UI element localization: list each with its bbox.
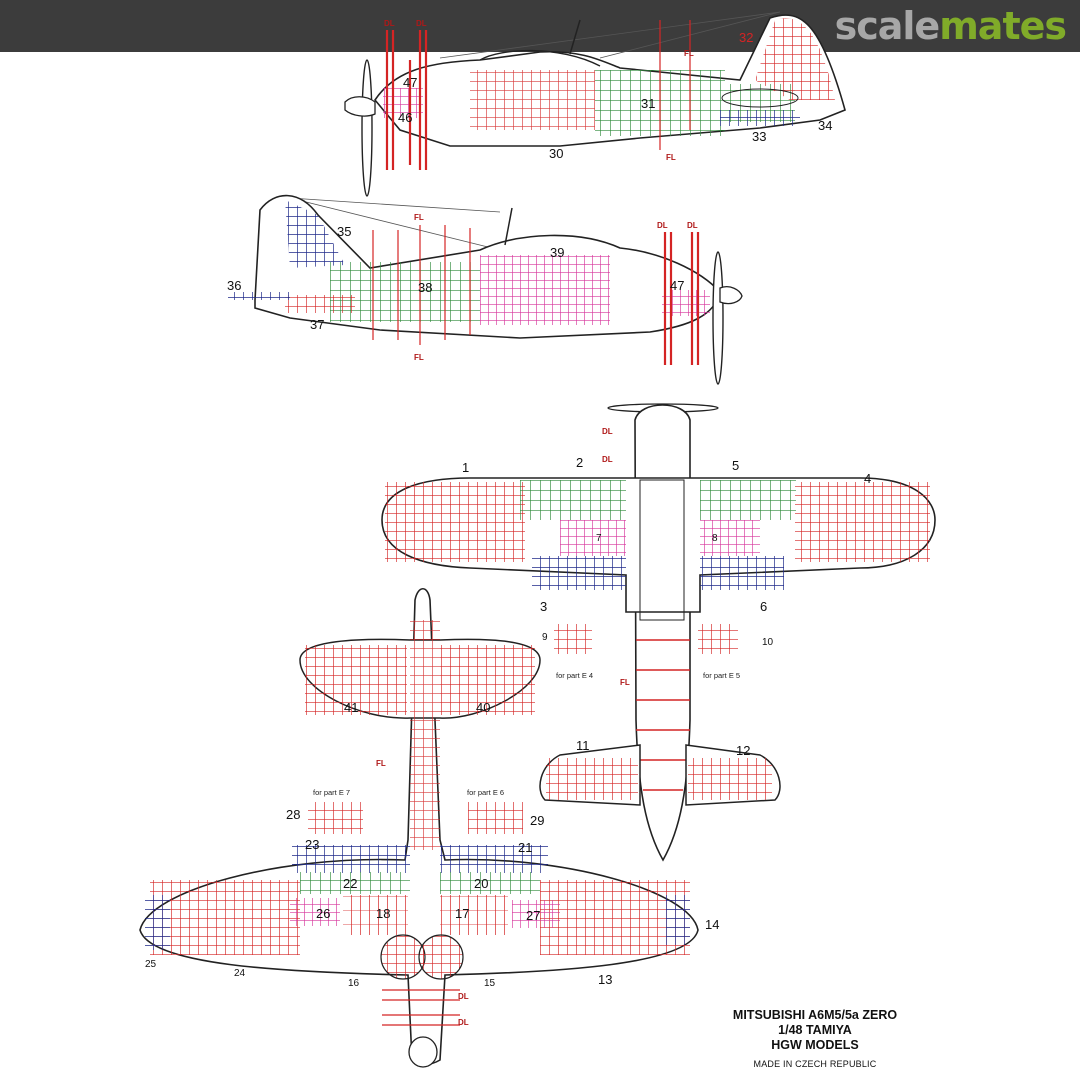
credits-block: MITSUBISHI A6M5/5a ZERO 1/48 TAMIYA HGW …: [700, 1008, 930, 1072]
part-label: 14: [705, 917, 719, 932]
dl-marker: DL: [687, 221, 698, 230]
part-label: 41: [344, 700, 358, 715]
part-label: 25: [145, 959, 157, 970]
line-markers: DL DL FL FL FL FL DL DL DL DL FL FL DL D…: [376, 19, 698, 1027]
top-view: [381, 403, 936, 862]
part-label: 7: [596, 533, 602, 544]
dl-marker: DL: [416, 19, 427, 28]
note-e5: for part E 5: [703, 671, 740, 680]
part-label: 27: [526, 908, 540, 923]
fl-marker: FL: [620, 678, 630, 687]
manufacturer: HGW MODELS: [771, 1038, 859, 1052]
part-label: 21: [518, 840, 532, 855]
part-label: 36: [227, 278, 241, 293]
part-label: 40: [476, 700, 490, 715]
dl-marker: DL: [458, 992, 469, 1001]
side-view-left: [344, 11, 846, 197]
bottom-view: [139, 587, 699, 1068]
part-label: 37: [310, 317, 324, 332]
scalemates-logo: scalemates: [834, 4, 1067, 48]
dl-marker: DL: [602, 455, 613, 464]
model-title: MITSUBISHI A6M5/5a ZERO: [732, 1008, 898, 1022]
part-label: 13: [598, 972, 612, 987]
part-label: 32: [739, 30, 753, 45]
part-label: 23: [305, 837, 319, 852]
part-label: 10: [762, 637, 774, 648]
part-label: 28: [286, 807, 300, 822]
part-label: 16: [348, 978, 360, 989]
part-label: 33: [752, 129, 766, 144]
part-label: 11: [576, 738, 590, 753]
dl-marker: DL: [458, 1018, 469, 1027]
part-label: 12: [736, 743, 750, 758]
dl-marker: DL: [384, 19, 395, 28]
part-label: 39: [550, 245, 564, 260]
part-label: 47: [670, 278, 684, 293]
part-label: 34: [818, 118, 832, 133]
part-label: 47: [403, 75, 417, 90]
part-label: 31: [641, 96, 655, 111]
part-label: 3: [540, 599, 547, 614]
fl-marker: FL: [684, 49, 694, 58]
part-label: 1: [462, 460, 469, 475]
fl-marker: FL: [666, 153, 676, 162]
part-label: 9: [542, 632, 548, 643]
part-label: 29: [530, 813, 544, 828]
side-view-right: [228, 194, 743, 385]
note-e6: for part E 6: [467, 788, 504, 797]
part-label: 22: [343, 876, 357, 891]
part-label: 15: [484, 978, 496, 989]
origin-note: MADE IN CZECH REPUBLIC: [753, 1059, 877, 1069]
part-label: 6: [760, 599, 767, 614]
part-label: 46: [398, 110, 412, 125]
fl-marker: FL: [376, 759, 386, 768]
part-label: 18: [376, 906, 390, 921]
part-label: 5: [732, 458, 739, 473]
fl-marker: FL: [414, 213, 424, 222]
fl-marker: FL: [414, 353, 424, 362]
part-label: 8: [712, 533, 718, 544]
kit-scale: 1/48 TAMIYA: [778, 1023, 852, 1037]
part-label: 4: [864, 471, 871, 486]
note-e7: for part E 7: [313, 788, 350, 797]
watermark-bar: scalemates: [0, 0, 1080, 52]
part-label: 2: [576, 455, 583, 470]
part-numbers: 1 2 3 4 5 6 9 10 11 12 13 14 15 16 17 18…: [145, 30, 871, 989]
part-notes: for part E 4 for part E 5 for part E 7 f…: [313, 671, 740, 797]
part-label: 38: [418, 280, 432, 295]
part-label: 17: [455, 906, 469, 921]
dl-marker: DL: [602, 427, 613, 436]
part-label: 24: [234, 968, 246, 979]
part-label: 26: [316, 906, 330, 921]
part-label: 30: [549, 146, 563, 161]
dl-marker: DL: [657, 221, 668, 230]
part-label: 35: [337, 224, 351, 239]
part-label: 20: [474, 876, 488, 891]
note-e4: for part E 4: [556, 671, 593, 680]
